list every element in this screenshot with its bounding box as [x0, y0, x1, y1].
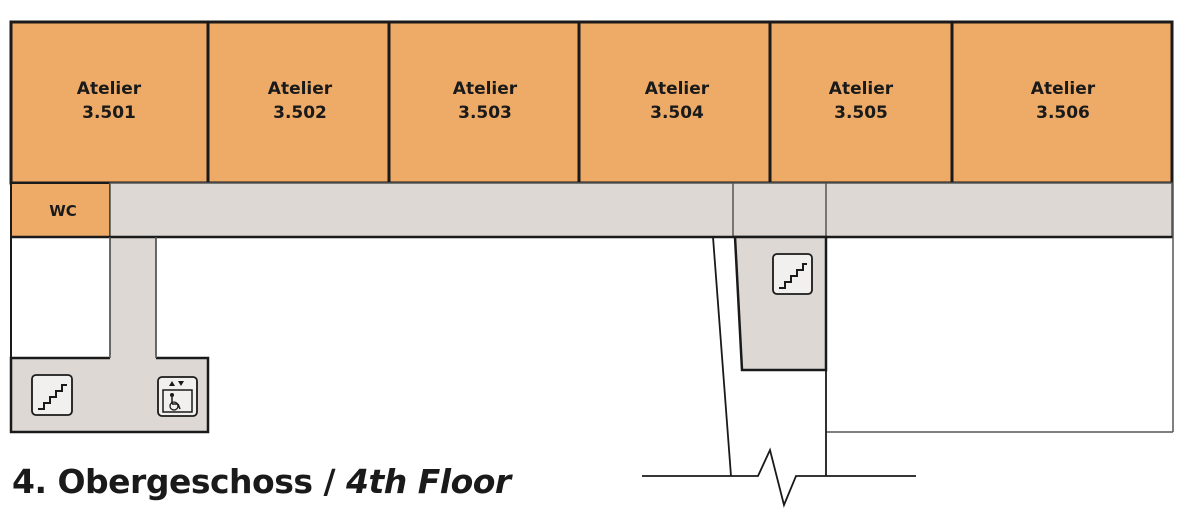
room-label-name: Atelier: [1031, 79, 1096, 99]
room-3501[interactable]: [9, 20, 210, 185]
room-label-name: Atelier: [645, 79, 710, 99]
corridor: [109, 182, 1173, 238]
break-line: [642, 447, 916, 508]
left-passage: [109, 236, 157, 359]
room-3503[interactable]: [387, 20, 581, 185]
wc-label: WC: [49, 202, 77, 220]
room-label-number: 3.501: [82, 103, 136, 123]
room-label-number: 3.502: [273, 103, 327, 123]
room-labels: Atelier 3.501 Atelier 3.502 Atelier 3.50…: [49, 79, 1096, 220]
caption-english: 4th Floor: [346, 462, 511, 501]
stairs-icon: [772, 253, 813, 295]
stairs-icon: [31, 374, 73, 416]
room-label-name: Atelier: [268, 79, 333, 99]
room-label-name: Atelier: [453, 79, 518, 99]
room-label-number: 3.503: [458, 103, 512, 123]
atelier-row: [9, 20, 1174, 185]
elevator-wheelchair-icon: [157, 376, 198, 417]
room-label-name: Atelier: [829, 79, 894, 99]
room-label-name: Atelier: [77, 79, 142, 99]
room-label-number: 3.504: [650, 103, 704, 123]
floor-caption: 4. Obergeschoss / 4th Floor: [12, 462, 511, 501]
room-label-number: 3.506: [1036, 103, 1090, 123]
caption-main: 4. Obergeschoss /: [12, 462, 347, 501]
room-3502[interactable]: [206, 20, 391, 185]
room-label-number: 3.505: [834, 103, 888, 123]
